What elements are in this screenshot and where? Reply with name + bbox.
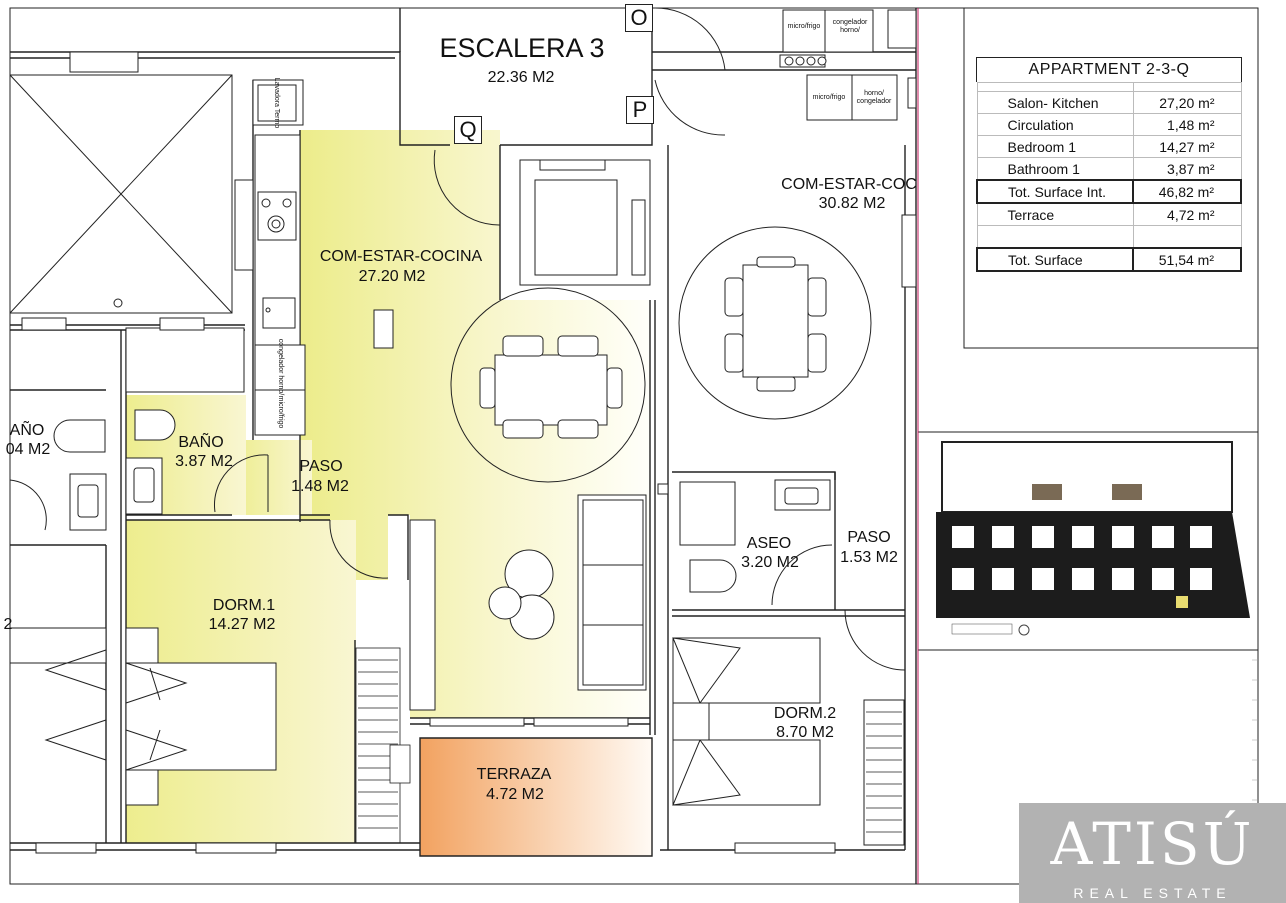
row-value: 3,87 m² bbox=[1132, 157, 1242, 181]
hall-name: PASO bbox=[299, 458, 343, 475]
sofa-set bbox=[409, 494, 647, 711]
row-value: 46,82 m² bbox=[1132, 179, 1242, 204]
left-bed-number: 2 bbox=[3, 616, 13, 633]
neighbor-wc-name: ASEO bbox=[746, 535, 792, 552]
summary-row-interior-total: Tot. Surface Int.46,82 m² bbox=[976, 179, 1242, 204]
bath-area: 3.87 M2 bbox=[175, 453, 233, 470]
row-label: Terrace bbox=[976, 202, 1134, 226]
unit-letter-o: O bbox=[625, 4, 653, 32]
neighbor-salon-area: 30.82 M2 bbox=[818, 195, 886, 212]
salon-area: 27.20 M2 bbox=[358, 268, 426, 285]
unit-letter-q: Q bbox=[454, 116, 482, 144]
void-shaft bbox=[9, 74, 233, 314]
brand-tagline: REAL ESTATE bbox=[1073, 885, 1232, 901]
neighbor-hall-name: PASO bbox=[847, 529, 891, 546]
neighbor-hall-area: 1.53 M2 bbox=[840, 549, 898, 566]
brand-watermark: ATISÚ REAL ESTATE bbox=[1019, 803, 1286, 903]
row-value: 14,27 m² bbox=[1132, 135, 1242, 158]
stair-area: 22.36 M2 bbox=[487, 69, 555, 86]
windows bbox=[21, 51, 836, 854]
bed-name: DORM.1 bbox=[212, 597, 276, 614]
neighbor-wc-area: 3.20 M2 bbox=[741, 554, 799, 571]
freezer-label-top: congelador horno/ bbox=[832, 19, 868, 34]
terrace-zone bbox=[420, 738, 652, 856]
stair-name: ESCALERA 3 bbox=[439, 33, 605, 63]
salon-zone bbox=[300, 130, 650, 718]
scale-ticks bbox=[1252, 659, 1258, 801]
summary-row bbox=[976, 82, 1242, 92]
hall-area: 1.48 M2 bbox=[291, 478, 349, 495]
salon-name: COM-ESTAR-COCINA bbox=[319, 248, 483, 265]
fridge-label-mid: micro/frigo bbox=[812, 94, 846, 101]
bath-name: BAÑO bbox=[178, 434, 224, 451]
neighbor-dining-set bbox=[678, 226, 872, 420]
left-bath-name: AÑO bbox=[9, 422, 45, 439]
summary-title: APPARTMENT 2-3-Q bbox=[976, 57, 1242, 82]
fridge-label-top: micro/frigo bbox=[787, 23, 821, 30]
row-value: 27,20 m² bbox=[1132, 91, 1242, 114]
row-label: Bathroom 1 bbox=[976, 157, 1134, 181]
key-plan-thumbnail bbox=[936, 441, 1250, 636]
bed-area: 14.27 M2 bbox=[208, 616, 276, 633]
row-value: 51,54 m² bbox=[1132, 247, 1242, 272]
row-value: 4,72 m² bbox=[1132, 202, 1242, 226]
neighbor-salon-name: COM-ESTAR-COC bbox=[781, 176, 917, 193]
freezer-label-left: congelador horno/ bbox=[277, 338, 284, 396]
summary-row bbox=[976, 225, 1242, 249]
dining-set bbox=[373, 287, 646, 483]
unit-letter-p: P bbox=[626, 96, 654, 124]
neighbor-bed-name: DORM.2 bbox=[773, 705, 837, 722]
row-label: Tot. Surface bbox=[976, 247, 1134, 272]
row-label: Circulation bbox=[976, 113, 1134, 136]
row-label: Tot. Surface Int. bbox=[976, 179, 1134, 204]
neighbor-appliances bbox=[657, 9, 917, 495]
neighbor-bed-area: 8.70 M2 bbox=[776, 724, 834, 741]
oven-label-mid: horno/ congelador bbox=[856, 90, 892, 105]
terrace-area: 4.72 M2 bbox=[486, 786, 544, 803]
row-label: Salon- Kitchen bbox=[976, 91, 1134, 114]
bath-fixtures bbox=[53, 327, 831, 593]
doors bbox=[9, 7, 906, 671]
washer-label: Lavadora Termo bbox=[273, 77, 280, 129]
kitchen-counter bbox=[234, 79, 306, 436]
closet-hatching bbox=[355, 647, 902, 844]
row-label: Bedroom 1 bbox=[976, 135, 1134, 158]
fridge-label-left: micro/frigo bbox=[277, 395, 284, 429]
terrace-name: TERRAZA bbox=[476, 766, 552, 783]
elevator bbox=[519, 159, 651, 286]
brand-name: ATISÚ bbox=[1050, 810, 1255, 878]
row-value: 1,48 m² bbox=[1132, 113, 1242, 136]
left-bath-area: 04 M2 bbox=[5, 441, 51, 458]
